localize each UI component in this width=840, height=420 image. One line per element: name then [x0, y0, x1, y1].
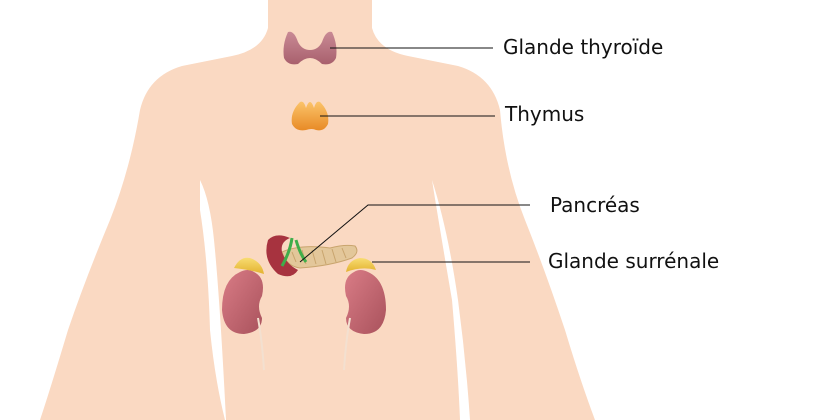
leader-line-pancreas [299, 204, 530, 263]
left-ureter [257, 317, 265, 371]
bile-duct [280, 237, 308, 267]
label-adrenal: Glande surrénale [548, 249, 720, 273]
right-ureter [343, 317, 351, 371]
duodenum [266, 235, 298, 277]
thymus-gland [291, 101, 329, 131]
thyroid-gland [283, 31, 337, 65]
right-kidney [345, 270, 386, 334]
left-adrenal-gland [234, 257, 264, 274]
label-thymus: Thymus [505, 102, 585, 126]
label-pancreas: Pancréas [550, 193, 640, 217]
right-arm-gap [432, 180, 470, 420]
body-silhouette [40, 0, 595, 420]
right-adrenal-gland [346, 258, 376, 272]
label-thyroid: Glande thyroïde [503, 35, 664, 59]
left-kidney [222, 270, 263, 334]
